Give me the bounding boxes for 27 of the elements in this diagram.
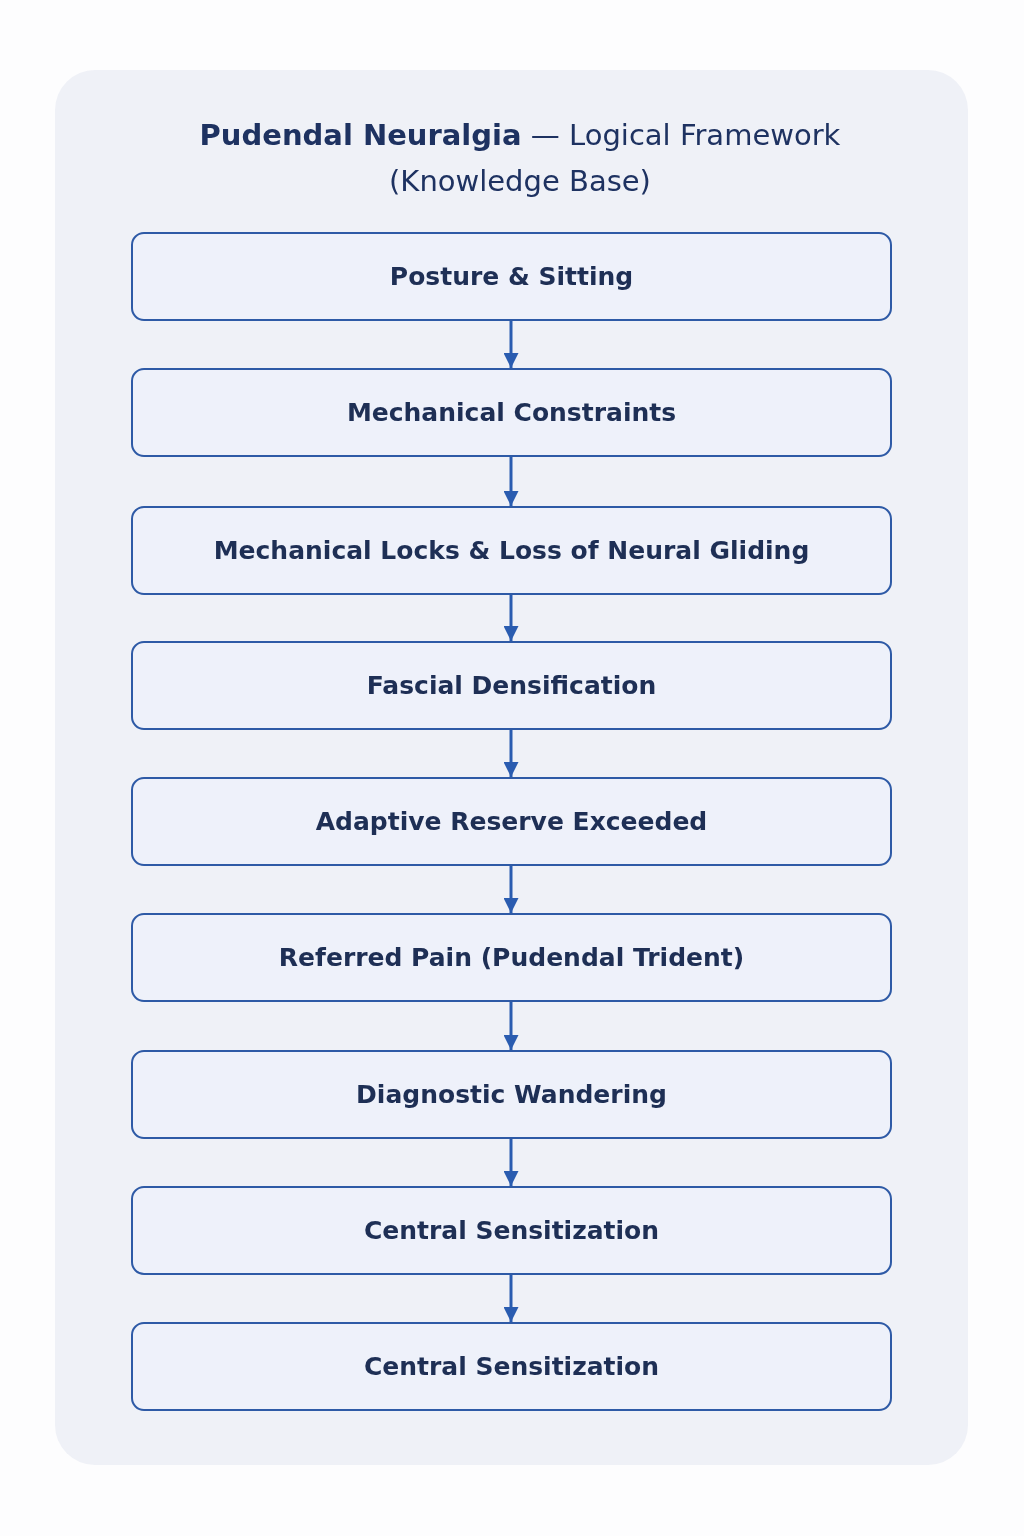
- box-label: Diagnostic Wandering: [356, 1080, 667, 1109]
- diagram-title: Pudendal Neuralgia — Logical Framework (Knowledge Base): [198, 117, 842, 200]
- arrow: [503, 457, 519, 506]
- box-label: Mechanical Locks & Loss of Neural Gliding: [213, 536, 810, 565]
- process-box: [131, 913, 892, 1002]
- arrow: [503, 1275, 519, 1322]
- box-label: Adaptive Reserve Exceeded: [315, 807, 708, 836]
- box-label: Referred Pain (Pudendal Trident): [278, 943, 745, 972]
- box-label: Central Sensitization: [363, 1352, 660, 1381]
- arrow: [503, 1002, 519, 1050]
- process-box: [131, 1186, 892, 1275]
- process-box: [131, 1050, 892, 1139]
- arrow: [503, 595, 519, 641]
- arrow: [503, 730, 519, 777]
- process-box: [131, 506, 892, 595]
- arrow: [503, 321, 519, 368]
- box-label: Fascial Densification: [366, 671, 657, 700]
- box-label: Mechanical Constraints: [346, 398, 677, 427]
- process-box: [131, 232, 892, 321]
- box-label: Posture & Sitting: [389, 262, 634, 291]
- process-box: [131, 368, 892, 457]
- process-box: [131, 777, 892, 866]
- arrow: [503, 1139, 519, 1186]
- arrow: [503, 866, 519, 913]
- process-box: [131, 1322, 892, 1411]
- box-label: Central Sensitization: [363, 1216, 660, 1245]
- process-box: [131, 641, 892, 730]
